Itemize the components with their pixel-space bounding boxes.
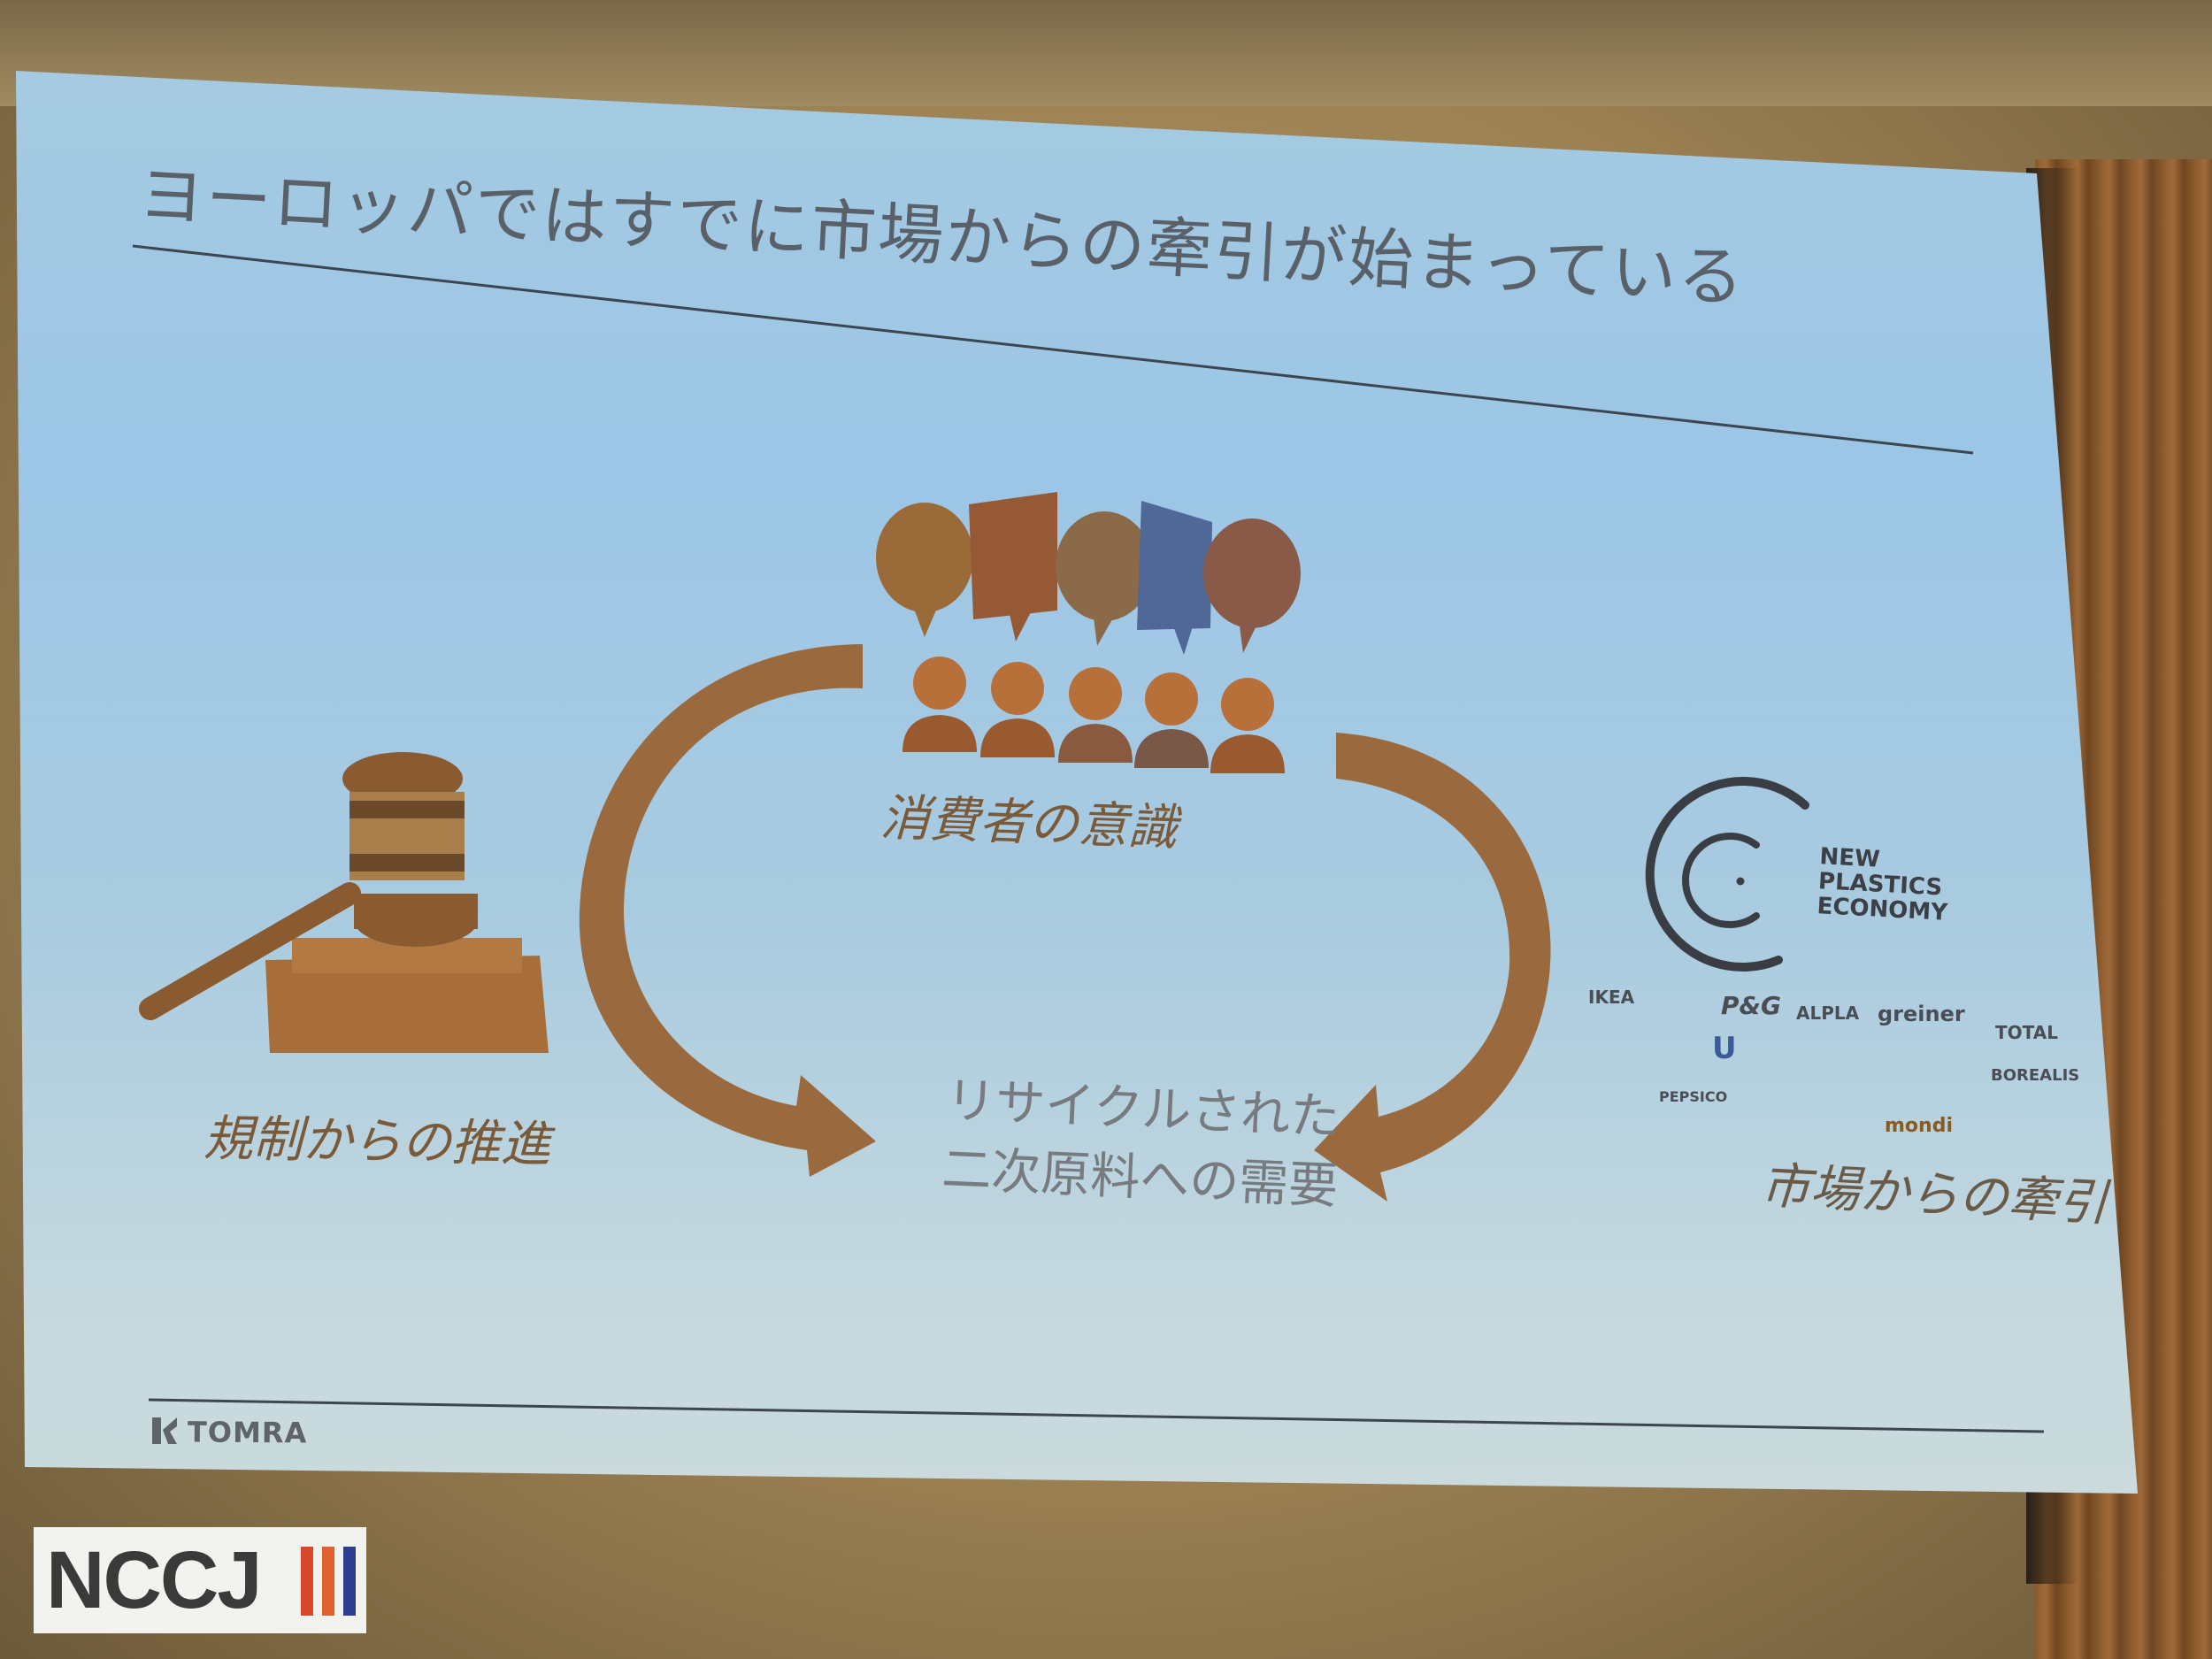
recycled-demand-text: リサイクルされた 二次原料への需要 — [918, 1065, 1365, 1223]
tomra-logo-icon — [152, 1417, 177, 1444]
footer-line — [148, 1398, 2045, 1433]
brand-logo-alpla: ALPLA — [1796, 1002, 1860, 1024]
brand-logo-borealis: BOREALIS — [1991, 1066, 2080, 1085]
consumer-awareness-caption: 消費者の意識 — [879, 789, 1179, 857]
new-plastics-economy-logo — [1645, 777, 1809, 972]
brand-logo-pepsico: PEPSICO — [1659, 1088, 1728, 1105]
right-cycle-arrow — [1314, 733, 1551, 1202]
nccj-watermark-text: NCCJ — [46, 1534, 262, 1625]
brand-logo-greiner: greiner — [1878, 1002, 1965, 1026]
left-cycle-arrow — [579, 644, 876, 1177]
footer-brand: TOMRA — [187, 1415, 308, 1450]
watermark-stripe-1 — [301, 1547, 313, 1616]
speech-bubbles-icon — [876, 492, 1301, 655]
title-underline — [132, 244, 1974, 455]
watermark-stripe-2 — [322, 1547, 334, 1616]
brand-logo-ikea: IKEA — [1588, 987, 1635, 1008]
brand-logo-unilever: U — [1712, 1031, 1737, 1066]
nccj-watermark-logo: NCCJ — [34, 1527, 366, 1633]
npe-logo-text: NEW PLASTICS ECONOMY — [1816, 843, 1948, 926]
gavel-icon — [139, 752, 549, 1053]
consumer-people-icon — [902, 657, 1285, 773]
regulation-caption: 規制からの推進 — [203, 1110, 551, 1174]
room-wall-top — [0, 0, 2212, 106]
brand-logo-mondi: mondi — [1885, 1115, 1953, 1137]
watermark-stripe-3 — [343, 1547, 356, 1616]
brand-logo-total: TOTAL — [1995, 1022, 2058, 1043]
brand-logo-pg: P&G — [1721, 991, 1781, 1020]
